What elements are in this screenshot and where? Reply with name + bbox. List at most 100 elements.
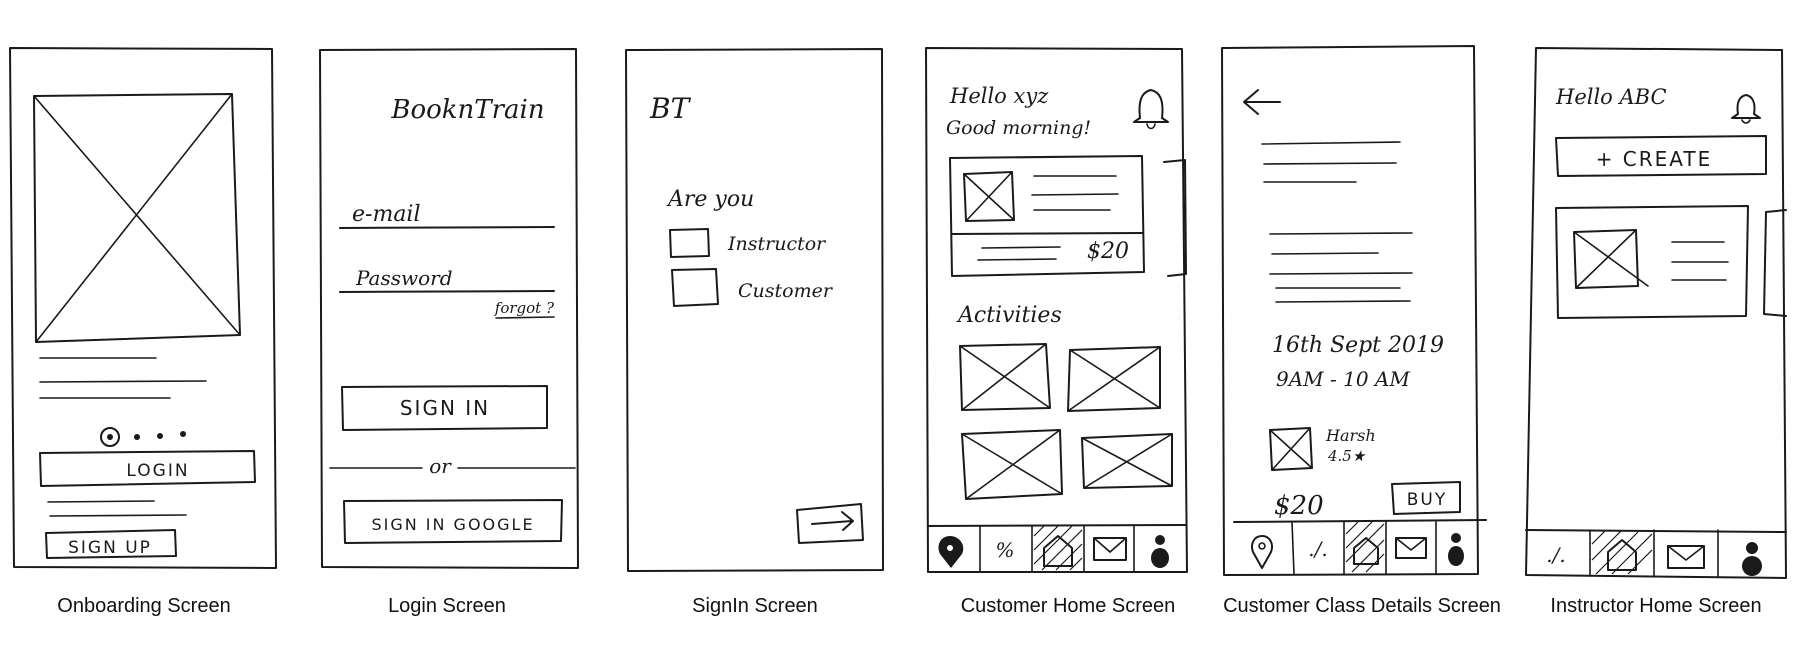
create-class-button[interactable]: + CREATE — [1555, 135, 1767, 177]
text-line — [1263, 162, 1397, 165]
instructor-avatar-placeholder — [1269, 427, 1313, 471]
offers-percent-icon[interactable]: ./. — [1308, 537, 1327, 561]
class-date: 16th Sept 2019 — [1272, 333, 1444, 358]
activity-tile[interactable] — [1067, 346, 1161, 412]
instructor-home-screen: Hello ABC + CREATE ./. — [1525, 47, 1787, 617]
role-option-instructor[interactable]: Instructor — [669, 228, 827, 258]
instructor-label: Instructor — [727, 233, 827, 255]
home-icon[interactable] — [1033, 525, 1083, 571]
image-placeholder — [1573, 229, 1649, 289]
google-signin-label: SIGN IN GOOGLE — [371, 515, 534, 534]
text-line — [49, 514, 187, 517]
login-screen: BooknTrain e-mail Password forgot ? SIGN… — [319, 48, 579, 617]
customer-checkbox[interactable] — [671, 268, 719, 307]
signin-button[interactable]: SIGN IN — [341, 385, 548, 431]
greeting: Hello xyz — [949, 84, 1049, 108]
login-button[interactable]: LOGIN — [39, 450, 256, 487]
instructor-checkbox[interactable] — [669, 228, 710, 258]
instructor-name: Harsh — [1325, 426, 1376, 445]
customer-label: Customer — [738, 280, 834, 302]
forgot-password-link[interactable]: forgot ? — [494, 299, 555, 319]
next-card-peek[interactable] — [1163, 159, 1187, 277]
phone-frame — [319, 48, 579, 569]
caption-class-details: Customer Class Details Screen — [1223, 595, 1501, 617]
text-line — [977, 258, 1057, 261]
class-time: 9AM - 10 AM — [1276, 367, 1410, 391]
buy-label: BUY — [1407, 490, 1448, 510]
role-question: Are you — [666, 187, 754, 212]
google-signin-button[interactable]: SIGN IN GOOGLE — [343, 499, 563, 544]
signin-screen: BT Are you Instructor Customer SignIn Sc… — [625, 48, 884, 617]
class-details-screen: 16th Sept 2019 9AM - 10 AM Harsh 4.5★ $2… — [1221, 45, 1501, 617]
home-icon[interactable] — [1345, 521, 1385, 573]
next-card-peek[interactable] — [1763, 209, 1787, 317]
image-placeholder — [963, 171, 1015, 222]
percent-glyph: % — [995, 538, 1014, 562]
bottom-tab-bar: ./. — [1233, 519, 1487, 575]
mail-icon[interactable] — [1667, 545, 1705, 569]
phone-frame — [1525, 47, 1787, 579]
bell-icon[interactable] — [1731, 94, 1761, 124]
email-field[interactable]: e-mail — [339, 202, 555, 229]
mail-icon[interactable] — [1093, 537, 1127, 561]
customer-home-screen: Hello xyz Good morning! $20 Activities — [925, 47, 1188, 617]
role-option-customer[interactable]: Customer — [671, 268, 834, 307]
caption-onboarding: Onboarding Screen — [57, 595, 230, 617]
offers-percent-icon[interactable]: ./. — [1546, 543, 1565, 567]
profile-icon[interactable] — [1742, 542, 1762, 576]
featured-class-card[interactable]: $20 — [949, 155, 1145, 277]
phone-frame — [925, 47, 1188, 573]
text-line — [981, 246, 1061, 249]
phone-frame — [625, 48, 884, 572]
text-line — [1031, 193, 1119, 196]
greeting: Hello ABC — [1555, 85, 1667, 109]
text-line — [39, 380, 207, 383]
password-label: Password — [355, 266, 453, 290]
offers-percent-icon[interactable]: % — [995, 538, 1014, 562]
instructor-info[interactable]: Harsh 4.5★ — [1269, 426, 1376, 471]
hero-image-placeholder — [33, 93, 241, 343]
or-label: or — [429, 454, 452, 478]
activity-tile[interactable] — [1081, 433, 1173, 489]
forgot-label: forgot ? — [494, 299, 555, 317]
next-arrow-button[interactable] — [796, 503, 864, 544]
bottom-tab-bar: % — [927, 524, 1187, 572]
email-label: e-mail — [352, 202, 421, 227]
password-field[interactable]: Password — [339, 266, 555, 293]
caption-customer-home: Customer Home Screen — [961, 595, 1176, 617]
profile-icon[interactable] — [1448, 533, 1464, 566]
subgreeting: Good morning! — [946, 117, 1091, 139]
signup-button[interactable]: SIGN UP — [45, 529, 177, 559]
caption-instructor-home: Instructor Home Screen — [1550, 595, 1761, 617]
class-price: $20 — [1087, 239, 1129, 264]
bell-icon[interactable] — [1133, 89, 1169, 130]
buy-button[interactable]: BUY — [1391, 481, 1461, 515]
pagination-dots[interactable] — [100, 427, 186, 447]
class-card[interactable] — [1555, 205, 1749, 319]
text-line — [1269, 232, 1413, 235]
or-divider: or — [329, 454, 576, 478]
caption-signin: SignIn Screen — [692, 595, 818, 617]
activity-tile[interactable] — [961, 429, 1063, 500]
location-pin-icon[interactable] — [1251, 535, 1273, 569]
text-line — [1269, 272, 1413, 275]
activity-tile[interactable] — [959, 343, 1051, 411]
activities-heading: Activities — [956, 303, 1062, 328]
signup-label: SIGN UP — [68, 538, 152, 558]
instructor-rating: 4.5★ — [1327, 447, 1367, 465]
phone-frame — [9, 47, 277, 569]
back-arrow-icon[interactable] — [1243, 89, 1281, 115]
bottom-tab-bar: ./. — [1525, 529, 1787, 577]
create-label: + CREATE — [1596, 147, 1713, 171]
home-icon[interactable] — [1591, 529, 1653, 575]
arrow-right-icon — [811, 511, 854, 531]
percent-glyph: ./. — [1546, 543, 1565, 567]
text-line — [1271, 252, 1379, 255]
bt-logo: BT — [649, 92, 692, 125]
signin-label: SIGN IN — [400, 396, 490, 420]
profile-icon[interactable] — [1151, 535, 1169, 568]
app-name-title: BooknTrain — [390, 95, 544, 125]
mail-icon[interactable] — [1395, 537, 1427, 559]
text-line — [1275, 300, 1411, 303]
location-pin-icon[interactable] — [938, 536, 964, 568]
